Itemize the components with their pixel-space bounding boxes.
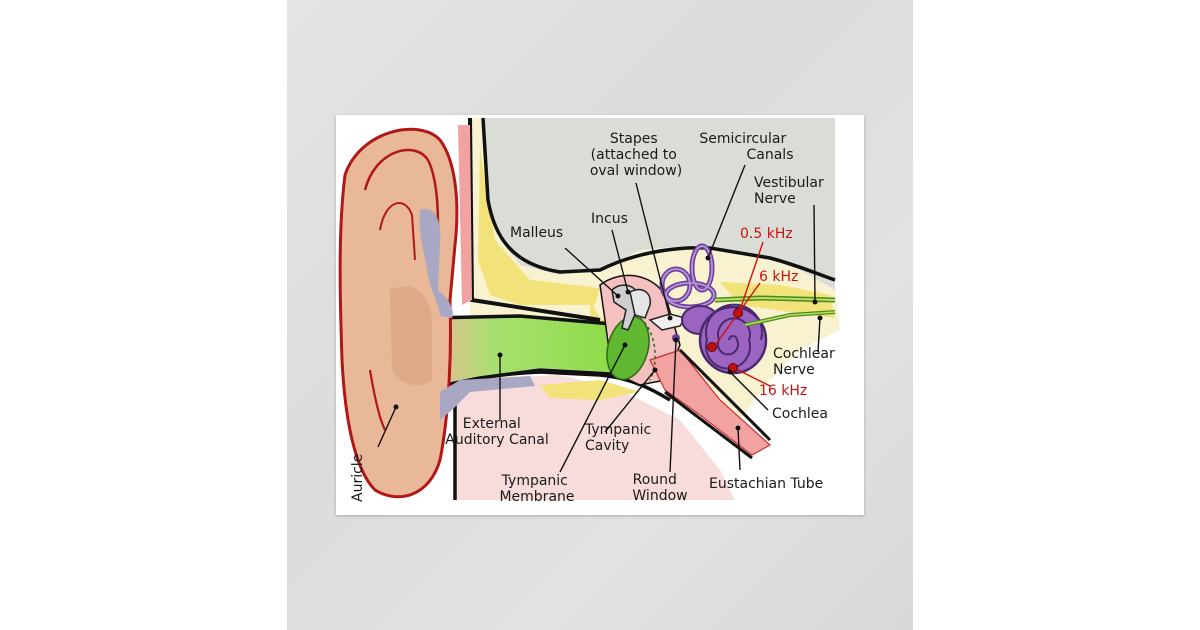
label-freq-6khz: 6 kHz <box>759 269 798 285</box>
yellow-bone-canal-top <box>590 300 610 322</box>
label-eustachian-tube: Eustachian Tube <box>709 476 823 492</box>
auricle-antihelix <box>379 202 416 261</box>
skin-strip <box>458 125 472 305</box>
label-stapes: Stapes (attached to oval window) <box>590 131 682 179</box>
canal-outline-top <box>429 314 613 326</box>
label-tympanic-cavity: Tympanic Cavity <box>584 422 656 454</box>
label-tympanic-membrane: Tympanic Membrane <box>499 473 574 505</box>
yellow-bone-lower <box>540 380 640 400</box>
label-round-window: Round Window <box>632 472 687 504</box>
external-auditory-canal <box>430 316 612 390</box>
label-external-auditory-canal: External Auditory Canal <box>445 416 548 448</box>
concha-shading <box>390 286 432 386</box>
eustachian-tube-wall-lower <box>664 390 753 460</box>
label-incus: Incus <box>591 211 628 227</box>
lower-tissue-area <box>455 375 735 500</box>
auricle-lobe-line <box>368 369 386 431</box>
tympanic-membrane-shape <box>606 315 650 381</box>
label-vestibular-nerve: Vestibular Nerve <box>754 175 828 207</box>
leader-lines <box>377 164 823 473</box>
label-semicircular-canals: Semicircular Canals <box>699 131 793 163</box>
label-freq-0-5khz: 0.5 kHz <box>740 226 793 242</box>
label-cochlear-nerve: Cochlear Nerve <box>773 346 839 378</box>
cartilage-upper <box>419 209 453 318</box>
incus-shape <box>629 288 651 319</box>
cochlea-shape <box>698 303 768 375</box>
label-cochlea: Cochlea <box>772 406 828 422</box>
label-auricle: Auricle <box>350 454 366 502</box>
bone-outline-upper <box>481 117 836 282</box>
marker-6khz <box>707 342 717 352</box>
yellow-bone-upper <box>478 150 600 305</box>
label-freq-16khz: 16 kHz <box>759 383 807 399</box>
temporal-bone-gray-area <box>483 118 835 290</box>
label-malleus: Malleus <box>510 225 563 241</box>
eustachian-tube-wall <box>678 348 772 442</box>
cartilage-lower <box>440 376 535 420</box>
